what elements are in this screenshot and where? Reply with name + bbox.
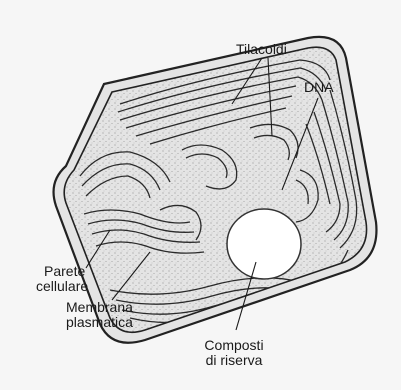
label-composti-line2: di riserva [194, 353, 274, 368]
label-membrana-line1: Membrana [66, 300, 133, 315]
storage-granule [227, 209, 301, 279]
label-tilacoidi: Tilacoidi [236, 42, 287, 57]
label-composti-di-riserva: Composti di riserva [194, 338, 274, 368]
label-membrana-line2: plasmatica [66, 315, 133, 330]
label-parete-line2: cellulare [36, 279, 88, 294]
label-composti-line1: Composti [194, 338, 274, 353]
label-parete-cellulare: Parete cellulare [36, 264, 88, 294]
label-membrana-plasmatica: Membrana plasmatica [66, 300, 133, 330]
label-dna: DNA [304, 80, 334, 95]
label-parete-line1: Parete [36, 264, 88, 279]
